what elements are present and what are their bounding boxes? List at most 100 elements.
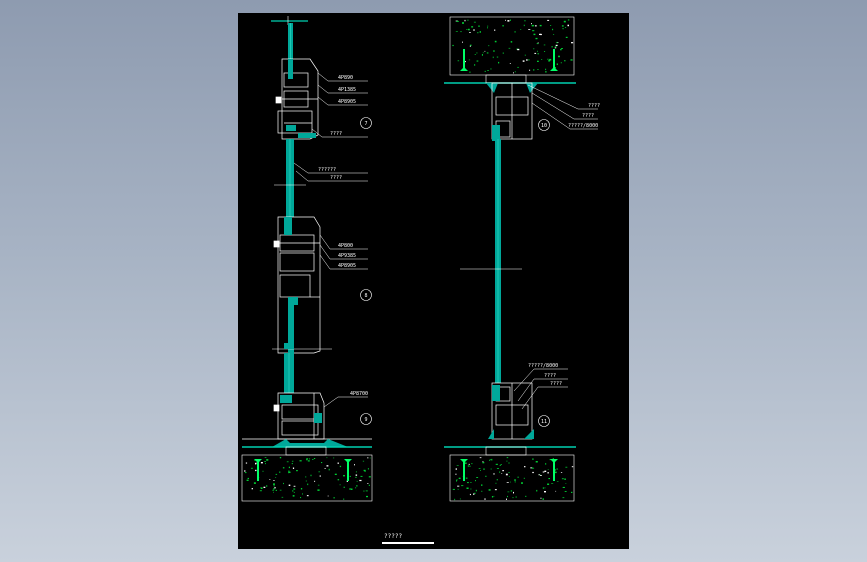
aggregate-dot [306, 458, 308, 460]
aggregate-dot [269, 479, 271, 480]
aggregate-dot [502, 25, 504, 27]
aggregate-dot [259, 490, 262, 492]
aggregate-dot [324, 468, 326, 469]
aggregate-dot [481, 54, 483, 56]
label-b: ?????? [318, 167, 336, 173]
aggregate-dot [562, 486, 565, 488]
aggregate-dot [510, 41, 513, 43]
aggregate-dot [487, 70, 489, 71]
aggregate-dot [508, 462, 510, 464]
aggregate-dot [306, 495, 309, 497]
aggregate-dot [264, 461, 266, 462]
aggregate-dot [317, 489, 320, 491]
aggregate-dot [547, 472, 549, 474]
aggregate-dot [571, 466, 574, 468]
callout-7[interactable] [360, 117, 372, 129]
aggregate-dot [475, 489, 477, 492]
aggregate-dot [474, 64, 476, 66]
anchor-bolt-left-2 [344, 459, 352, 481]
aggregate-dot [355, 471, 357, 473]
aggregate-dot [493, 495, 495, 497]
aggregate-dot [520, 29, 522, 30]
aggregate-dot [469, 465, 471, 467]
aggregate-dot [456, 479, 458, 481]
callout-8[interactable] [360, 289, 372, 301]
aggregate-dot [296, 470, 298, 472]
callout-11[interactable] [538, 415, 550, 427]
aggregate-dot [552, 458, 554, 460]
aggregate-dot [367, 468, 369, 470]
aggregate-dot [551, 483, 554, 484]
aggregate-dot [367, 457, 369, 459]
aggregate-dot [550, 25, 552, 26]
aggregate-dot [469, 45, 471, 47]
aggregate-dot [368, 484, 370, 486]
aggregate-dot [467, 482, 469, 484]
aggregate-dot [537, 60, 539, 62]
aggregate-dot [299, 460, 302, 462]
aggregate-dot [253, 482, 256, 484]
callout-10[interactable] [538, 119, 550, 131]
aggregate-dot [367, 483, 369, 484]
aggregate-dot [300, 497, 302, 499]
aggregate-dot [505, 473, 508, 476]
aggregate-dot [272, 489, 275, 491]
aggregate-dot [480, 470, 481, 471]
label-right-bottom-1: ?????/8000 [528, 363, 558, 369]
label-top-1: 4P890 [338, 75, 353, 81]
aggregate-dot [307, 460, 310, 462]
aggregate-dot [536, 489, 538, 492]
aggregate-dot [533, 33, 536, 36]
label-right-bottom-2: ???? [544, 373, 556, 379]
aggregate-dot [244, 472, 247, 474]
aggregate-dot [554, 471, 557, 474]
concrete-aggregate-top [452, 19, 574, 74]
aggregate-dot [514, 481, 516, 483]
aggregate-dot [466, 29, 468, 30]
concrete-aggregate-right [452, 457, 574, 501]
aggregate-dot [476, 477, 479, 478]
aggregate-dot [484, 498, 486, 500]
aggregate-dot [506, 460, 508, 462]
label-right-bottom-3: ???? [550, 381, 562, 387]
label-right-top-3: ?????/8000 [568, 123, 598, 129]
aggregate-dot [288, 484, 291, 486]
cad-viewport[interactable]: 4P890 4P1385 4P8905 ???? ?????? ???? 7 [238, 13, 629, 549]
aggregate-dot [564, 491, 567, 492]
aggregate-dot [317, 484, 320, 486]
aggregate-dot [539, 33, 542, 35]
aggregate-dot [452, 44, 454, 47]
aggregate-dot [508, 47, 511, 49]
aggregate-dot [471, 26, 474, 28]
aggregate-dot [339, 484, 341, 486]
aggregate-dot [466, 487, 469, 489]
aggregate-dot [481, 484, 483, 486]
aggregate-dot [462, 41, 463, 43]
aggregate-dot [523, 477, 525, 479]
aggregate-dot [292, 467, 295, 469]
aggregate-dot [244, 470, 246, 472]
aggregate-dot [510, 490, 513, 492]
aggregate-dot [326, 457, 328, 459]
aggregate-dot [355, 476, 357, 478]
aggregate-dot [310, 474, 312, 477]
aggregate-dot [461, 485, 464, 487]
aggregate-dot [483, 468, 485, 470]
svg-text:8: 8 [365, 293, 368, 299]
aggregate-dot [502, 470, 504, 472]
aggregate-dot [468, 59, 471, 61]
aggregate-dot [466, 19, 469, 21]
aggregate-dot [459, 498, 461, 500]
aggregate-dot [560, 62, 562, 64]
aggregate-dot [505, 19, 506, 21]
aggregate-dot [274, 487, 276, 489]
aggregate-dot [507, 495, 508, 498]
aggregate-dot [293, 488, 296, 490]
aggregate-dot [545, 71, 547, 73]
callout-9[interactable] [360, 413, 372, 425]
aggregate-dot [457, 485, 460, 487]
aggregate-dot [513, 491, 514, 494]
svg-text:10: 10 [541, 123, 547, 129]
aggregate-dot [365, 490, 368, 492]
aggregate-dot [557, 42, 559, 43]
